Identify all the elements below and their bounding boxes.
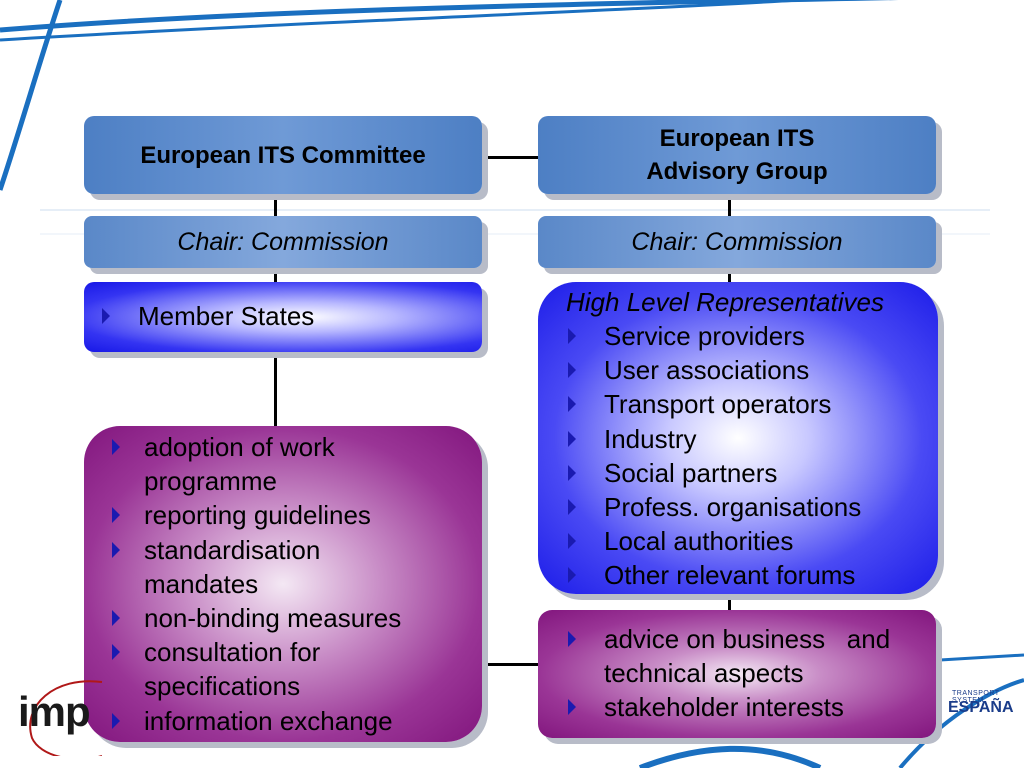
bullet-icon bbox=[112, 610, 120, 627]
connector-right-1 bbox=[728, 194, 731, 216]
imp-logo-text: imp bbox=[18, 688, 91, 735]
advisory-header: European ITS Advisory Group bbox=[538, 116, 936, 194]
advisory-title-line2: Advisory Group bbox=[646, 158, 828, 185]
bullet-icon bbox=[102, 308, 110, 324]
committee-title: European ITS Committee bbox=[140, 141, 426, 169]
logo-arc-icon bbox=[29, 680, 103, 756]
representatives-heading: High Level Representatives bbox=[566, 287, 884, 317]
bullet-icon bbox=[568, 499, 576, 516]
connector-left-1 bbox=[274, 194, 277, 216]
connector-headers bbox=[482, 156, 540, 159]
list-item: reporting guidelines bbox=[108, 498, 401, 532]
bullet-icon bbox=[112, 644, 120, 661]
committee-header: European ITS Committee bbox=[84, 116, 482, 194]
connector-left-3 bbox=[274, 352, 277, 426]
connector-right-2 bbox=[728, 268, 731, 282]
bullet-icon bbox=[568, 430, 576, 447]
logo-title: ESPAÑA bbox=[948, 699, 1014, 716]
bullet-icon bbox=[568, 328, 576, 344]
list-item: non-binding measures bbox=[108, 601, 401, 635]
committee-chair: Chair: Commission bbox=[84, 216, 482, 268]
representatives-box: High Level Representatives Service provi… bbox=[538, 282, 938, 594]
bullet-icon bbox=[568, 396, 576, 413]
connector-bottom bbox=[484, 663, 540, 666]
list-item: Social partners bbox=[564, 456, 861, 490]
bullet-icon bbox=[568, 699, 576, 716]
bullet-icon bbox=[568, 362, 576, 379]
bullet-icon bbox=[568, 464, 576, 481]
advisory-title-line1: European ITS bbox=[659, 125, 815, 152]
list-item: Industry bbox=[564, 422, 861, 456]
bullet-icon bbox=[112, 507, 120, 524]
connector-left-2 bbox=[274, 268, 277, 282]
bullet-icon bbox=[568, 567, 576, 584]
committee-chair-label: Chair: Commission bbox=[177, 227, 389, 256]
bullet-icon bbox=[112, 541, 120, 558]
imp-logo: imp bbox=[14, 676, 104, 756]
member-states-box: Member States bbox=[84, 282, 482, 352]
bullet-icon bbox=[568, 533, 576, 550]
list-item: Other relevant forums bbox=[564, 558, 861, 592]
connector-right-3 bbox=[728, 594, 731, 610]
bullet-icon bbox=[112, 439, 120, 455]
list-item: information exchange bbox=[108, 704, 401, 738]
list-item: stakeholder interests bbox=[564, 690, 890, 724]
advisory-chair: Chair: Commission bbox=[538, 216, 936, 268]
logo-subtitle: TRANSPORT SYSTEM bbox=[952, 690, 1000, 704]
list-item: Service providers bbox=[564, 319, 861, 353]
advisory-chair-label: Chair: Commission bbox=[631, 227, 843, 256]
bullet-icon bbox=[568, 631, 576, 647]
list-item: User associations bbox=[564, 353, 861, 387]
list-item: Local authorities bbox=[564, 524, 861, 558]
its-espana-logo: TRANSPORT SYSTEM ESPAÑA bbox=[944, 690, 1024, 724]
list-item: Profess. organisations bbox=[564, 490, 861, 524]
bullet-icon bbox=[112, 712, 120, 729]
list-item: Member States bbox=[98, 299, 314, 333]
list-item: Transport operators bbox=[564, 387, 861, 421]
